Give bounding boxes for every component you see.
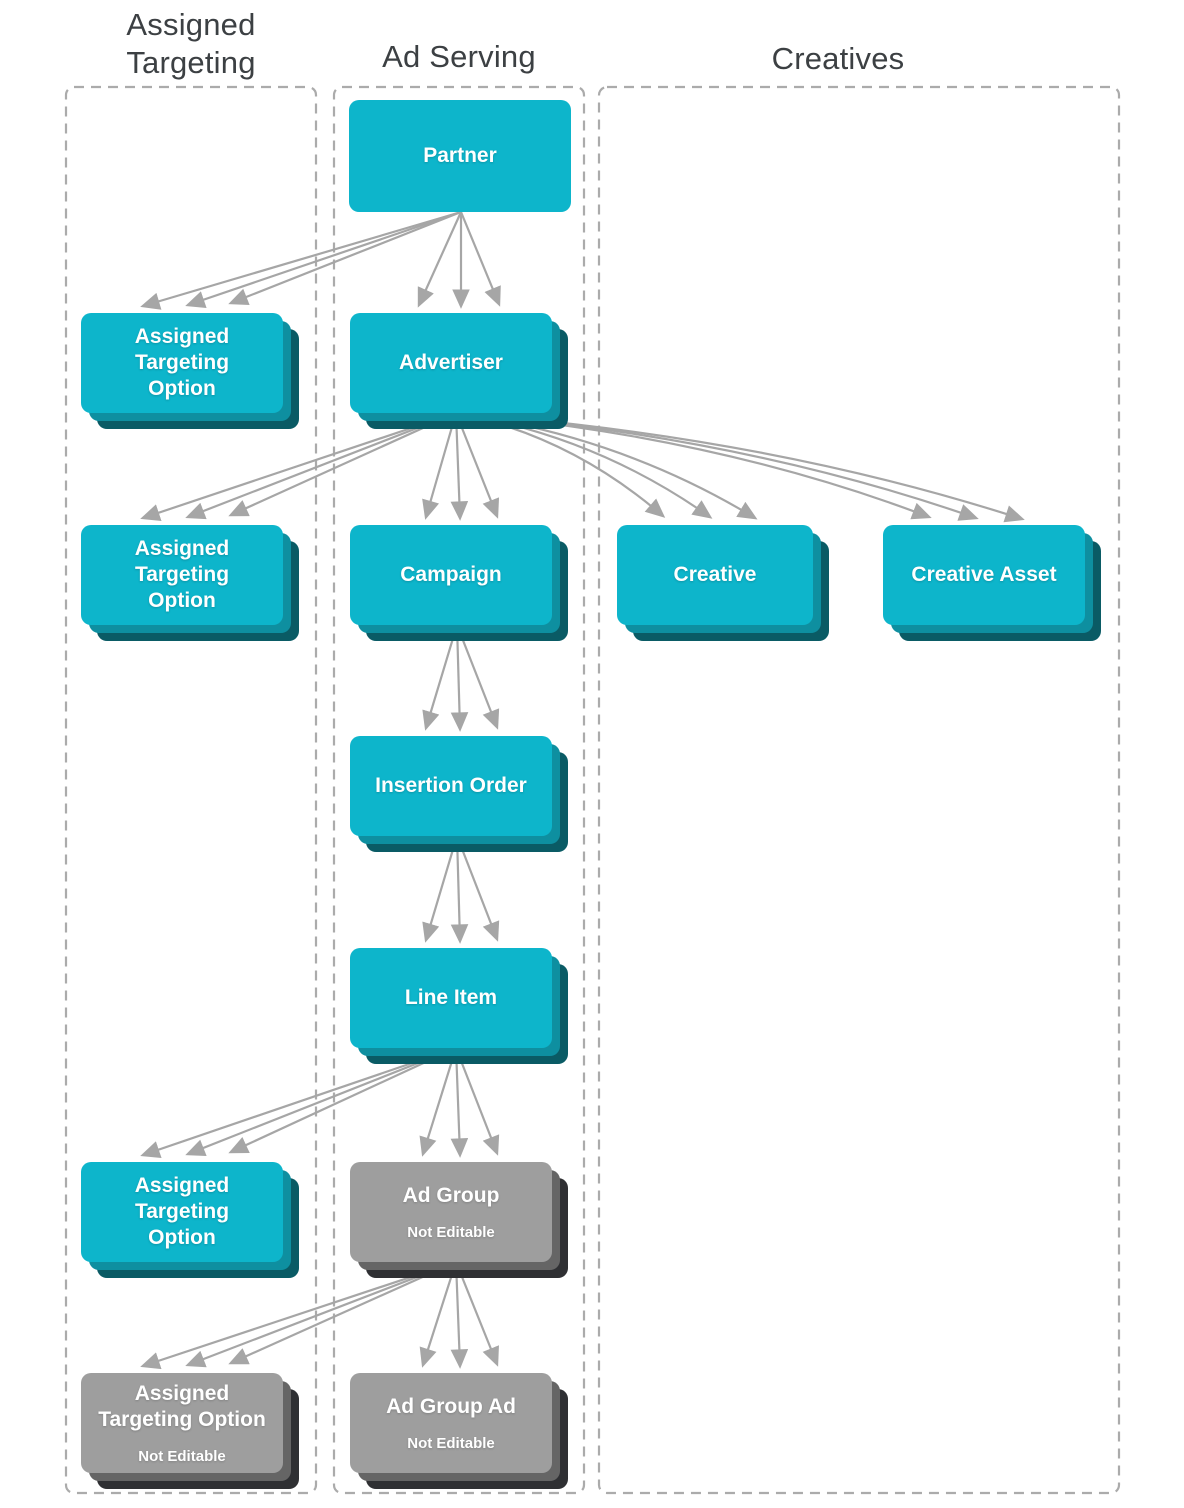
- node-label: Line Item: [404, 986, 498, 1009]
- edge-arrow-line-item-to-ad-group: [450, 1047, 469, 1158]
- node-insertion-order: Insertion Order: [350, 736, 568, 852]
- edge-arrow-ad-group-to-ad-group-ad: [450, 1261, 469, 1369]
- column-assigned-targeting: [64, 85, 318, 1495]
- edge-arrow-advertiser-to-assigned-targeting-option-advertiser: [228, 411, 457, 517]
- edge-arrow-advertiser-to-assigned-targeting-option-advertiser: [140, 411, 457, 522]
- edge-arrow-insertion-order-to-line-item: [450, 835, 469, 944]
- node-label: Advertiser: [399, 351, 503, 374]
- edge-arrow-insertion-order-to-line-item: [455, 835, 500, 942]
- edge-arrow-line-item-to-ad-group: [419, 1047, 458, 1157]
- node-face: Creative: [617, 525, 813, 625]
- node-sublabel: Not Editable: [407, 1434, 495, 1452]
- edge-arrow-ad-group-to-assigned-targeting-option-ad-group: [228, 1260, 457, 1365]
- node-face: Partner: [349, 100, 571, 212]
- edge-arrow-ad-group-to-ad-group-ad: [419, 1261, 458, 1368]
- edge-arrow-campaign-to-insertion-order: [450, 624, 469, 732]
- node-label: Partner: [423, 144, 497, 167]
- edge-arrow-advertiser-to-campaign: [450, 412, 469, 521]
- node-face: Insertion Order: [350, 736, 552, 836]
- edge-arrow-ad-group-to-assigned-targeting-option-ad-group: [140, 1260, 457, 1370]
- edge-arrow-partner-to-advertiser: [459, 211, 501, 307]
- column-ad-serving: [332, 85, 586, 1495]
- node-creative-asset: Creative Asset: [883, 525, 1101, 641]
- edge-arrow-insertion-order-to-line-item: [422, 835, 459, 943]
- node-campaign: Campaign: [350, 525, 568, 641]
- edge-arrow-line-item-to-ad-group: [454, 1047, 500, 1156]
- node-label: Creative: [673, 563, 757, 586]
- node-label: Creative Asset: [911, 563, 1057, 586]
- edge-arrow-partner-to-assigned-targeting-option-partner: [140, 210, 462, 310]
- node-label: Campaign: [400, 563, 502, 586]
- node-ad-group-ad: Ad Group Ad Not Editable: [350, 1373, 568, 1489]
- edge-arrow-line-item-to-assigned-targeting-option-line-item: [228, 1047, 457, 1154]
- heading-line: Assigned: [126, 7, 256, 42]
- node-label: Ad Group: [402, 1183, 500, 1207]
- node-partner: Partner: [349, 100, 571, 212]
- column-heading-ad-serving: Ad Serving: [382, 39, 536, 74]
- node-line-item: Line Item: [350, 948, 568, 1064]
- edge-arrow-partner-to-assigned-targeting-option-partner: [228, 210, 462, 306]
- node-advertiser: Advertiser: [350, 313, 568, 429]
- edge-arrow-ad-group-to-assigned-targeting-option-ad-group: [185, 1260, 457, 1368]
- heading-line: Targeting: [126, 45, 256, 80]
- node-face: Creative Asset: [883, 525, 1085, 625]
- edge-arrow-ad-group-to-ad-group-ad: [454, 1261, 499, 1367]
- node-face: Campaign: [350, 525, 552, 625]
- node-sublabel: Not Editable: [407, 1223, 495, 1241]
- column-creatives: [597, 85, 1121, 1495]
- node-creative: Creative: [617, 525, 829, 641]
- edge-arrow-advertiser-to-campaign: [422, 412, 458, 520]
- node-face: Line Item: [350, 948, 552, 1048]
- edge-arrow-line-item-to-assigned-targeting-option-line-item: [185, 1046, 457, 1157]
- edge-arrow-advertiser-to-assigned-targeting-option-advertiser: [185, 411, 457, 520]
- column-heading-assigned-targeting: Assigned Targeting: [66, 6, 316, 82]
- node-label: Ad Group Ad: [386, 1394, 516, 1418]
- edge-arrow-campaign-to-insertion-order: [455, 624, 500, 730]
- node-sublabel: Not Editable: [138, 1447, 226, 1465]
- edge-arrow-campaign-to-insertion-order: [422, 624, 459, 731]
- node-face: Ad Group Ad Not Editable: [350, 1373, 552, 1473]
- edge-arrow-partner-to-assigned-targeting-option-partner: [185, 210, 462, 308]
- edge-arrow-line-item-to-assigned-targeting-option-line-item: [140, 1046, 457, 1158]
- column-heading-creatives: Creatives: [771, 41, 905, 76]
- edge-arrow-advertiser-to-campaign: [454, 412, 500, 519]
- node-face: Advertiser: [350, 313, 552, 413]
- node-label: Insertion Order: [375, 774, 527, 797]
- edge-arrow-partner-to-advertiser: [417, 211, 463, 308]
